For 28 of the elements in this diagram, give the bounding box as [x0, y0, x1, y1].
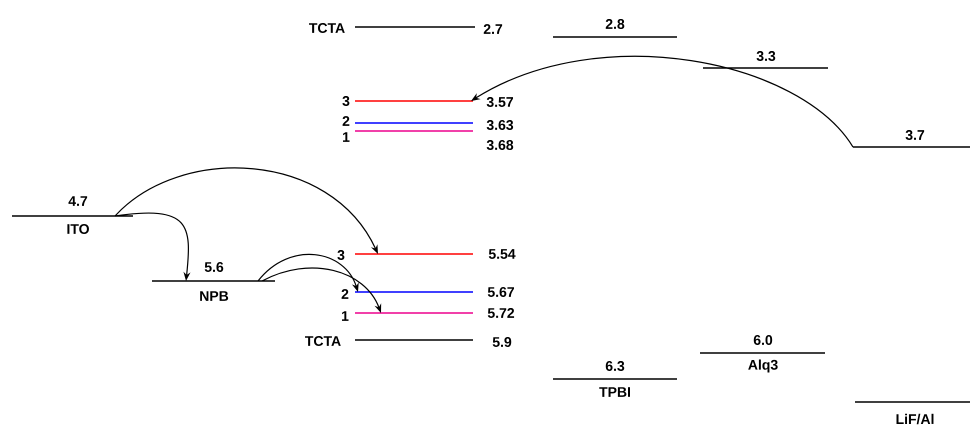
level-label: 5.6 [204, 262, 224, 272]
level-label: 5.54 [488, 249, 516, 259]
level-label: 4.7 [68, 196, 88, 206]
level-label: 6.0 [754, 335, 772, 345]
level-label: TPBI [599, 387, 630, 397]
level-label: 3 [342, 96, 350, 106]
level-label: 1 [343, 132, 350, 142]
level-label: TCTA [305, 336, 341, 346]
level-label: TCTA [309, 23, 345, 33]
level-label: 3.57 [486, 97, 513, 107]
level-label: 2 [342, 116, 350, 126]
level-label: 5.67 [488, 287, 514, 297]
level-label: 1 [342, 311, 349, 321]
level-label: 3.3 [756, 51, 776, 61]
level-label: 6.3 [606, 361, 624, 371]
level-label: 3 [337, 250, 344, 260]
level-label: ITO [67, 224, 89, 234]
level-label: 2.8 [606, 19, 624, 29]
level-label: 3.63 [486, 120, 514, 130]
level-label: 2 [342, 289, 348, 299]
level-label: NPB [200, 291, 228, 301]
level-label: 5.72 [488, 308, 514, 318]
level-label: Alq3 [748, 359, 778, 373]
level-label: 3.7 [906, 130, 924, 140]
level-label: LiF/Al [896, 414, 934, 424]
level-label: 2.7 [484, 24, 502, 34]
level-label: 3.68 [486, 140, 514, 150]
level-label: 5.9 [492, 337, 512, 347]
